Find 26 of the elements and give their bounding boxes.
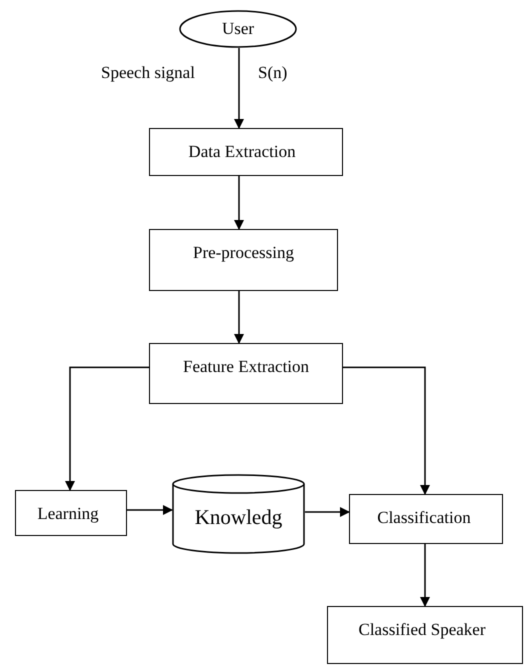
node-label: Classified Speaker [358, 619, 486, 640]
arrow [420, 544, 430, 607]
arrow [234, 48, 244, 129]
process-box [349, 494, 503, 544]
process-box [15, 490, 127, 536]
node-label: User [222, 18, 254, 40]
arrow [305, 507, 350, 517]
arrow [65, 366, 149, 491]
node-label: Knowledg [194, 504, 282, 530]
node-label: Classification [377, 507, 471, 528]
node-label: Learning [37, 503, 99, 524]
signal-label: S(n) [258, 62, 288, 84]
database-cylinder [172, 474, 305, 554]
arrow [343, 366, 430, 495]
node-label: Pre-processing [192, 242, 294, 264]
process-box [149, 343, 343, 404]
signal-label: Speech signal [101, 62, 195, 84]
start-ellipse [179, 10, 297, 48]
arrow [234, 176, 244, 230]
arrow [127, 505, 173, 515]
process-box [149, 229, 338, 291]
node-label: Feature Extraction [182, 356, 310, 378]
node-label: Data Extraction [188, 141, 296, 162]
arrow [234, 291, 244, 344]
process-box [327, 606, 523, 664]
process-box [149, 128, 343, 176]
